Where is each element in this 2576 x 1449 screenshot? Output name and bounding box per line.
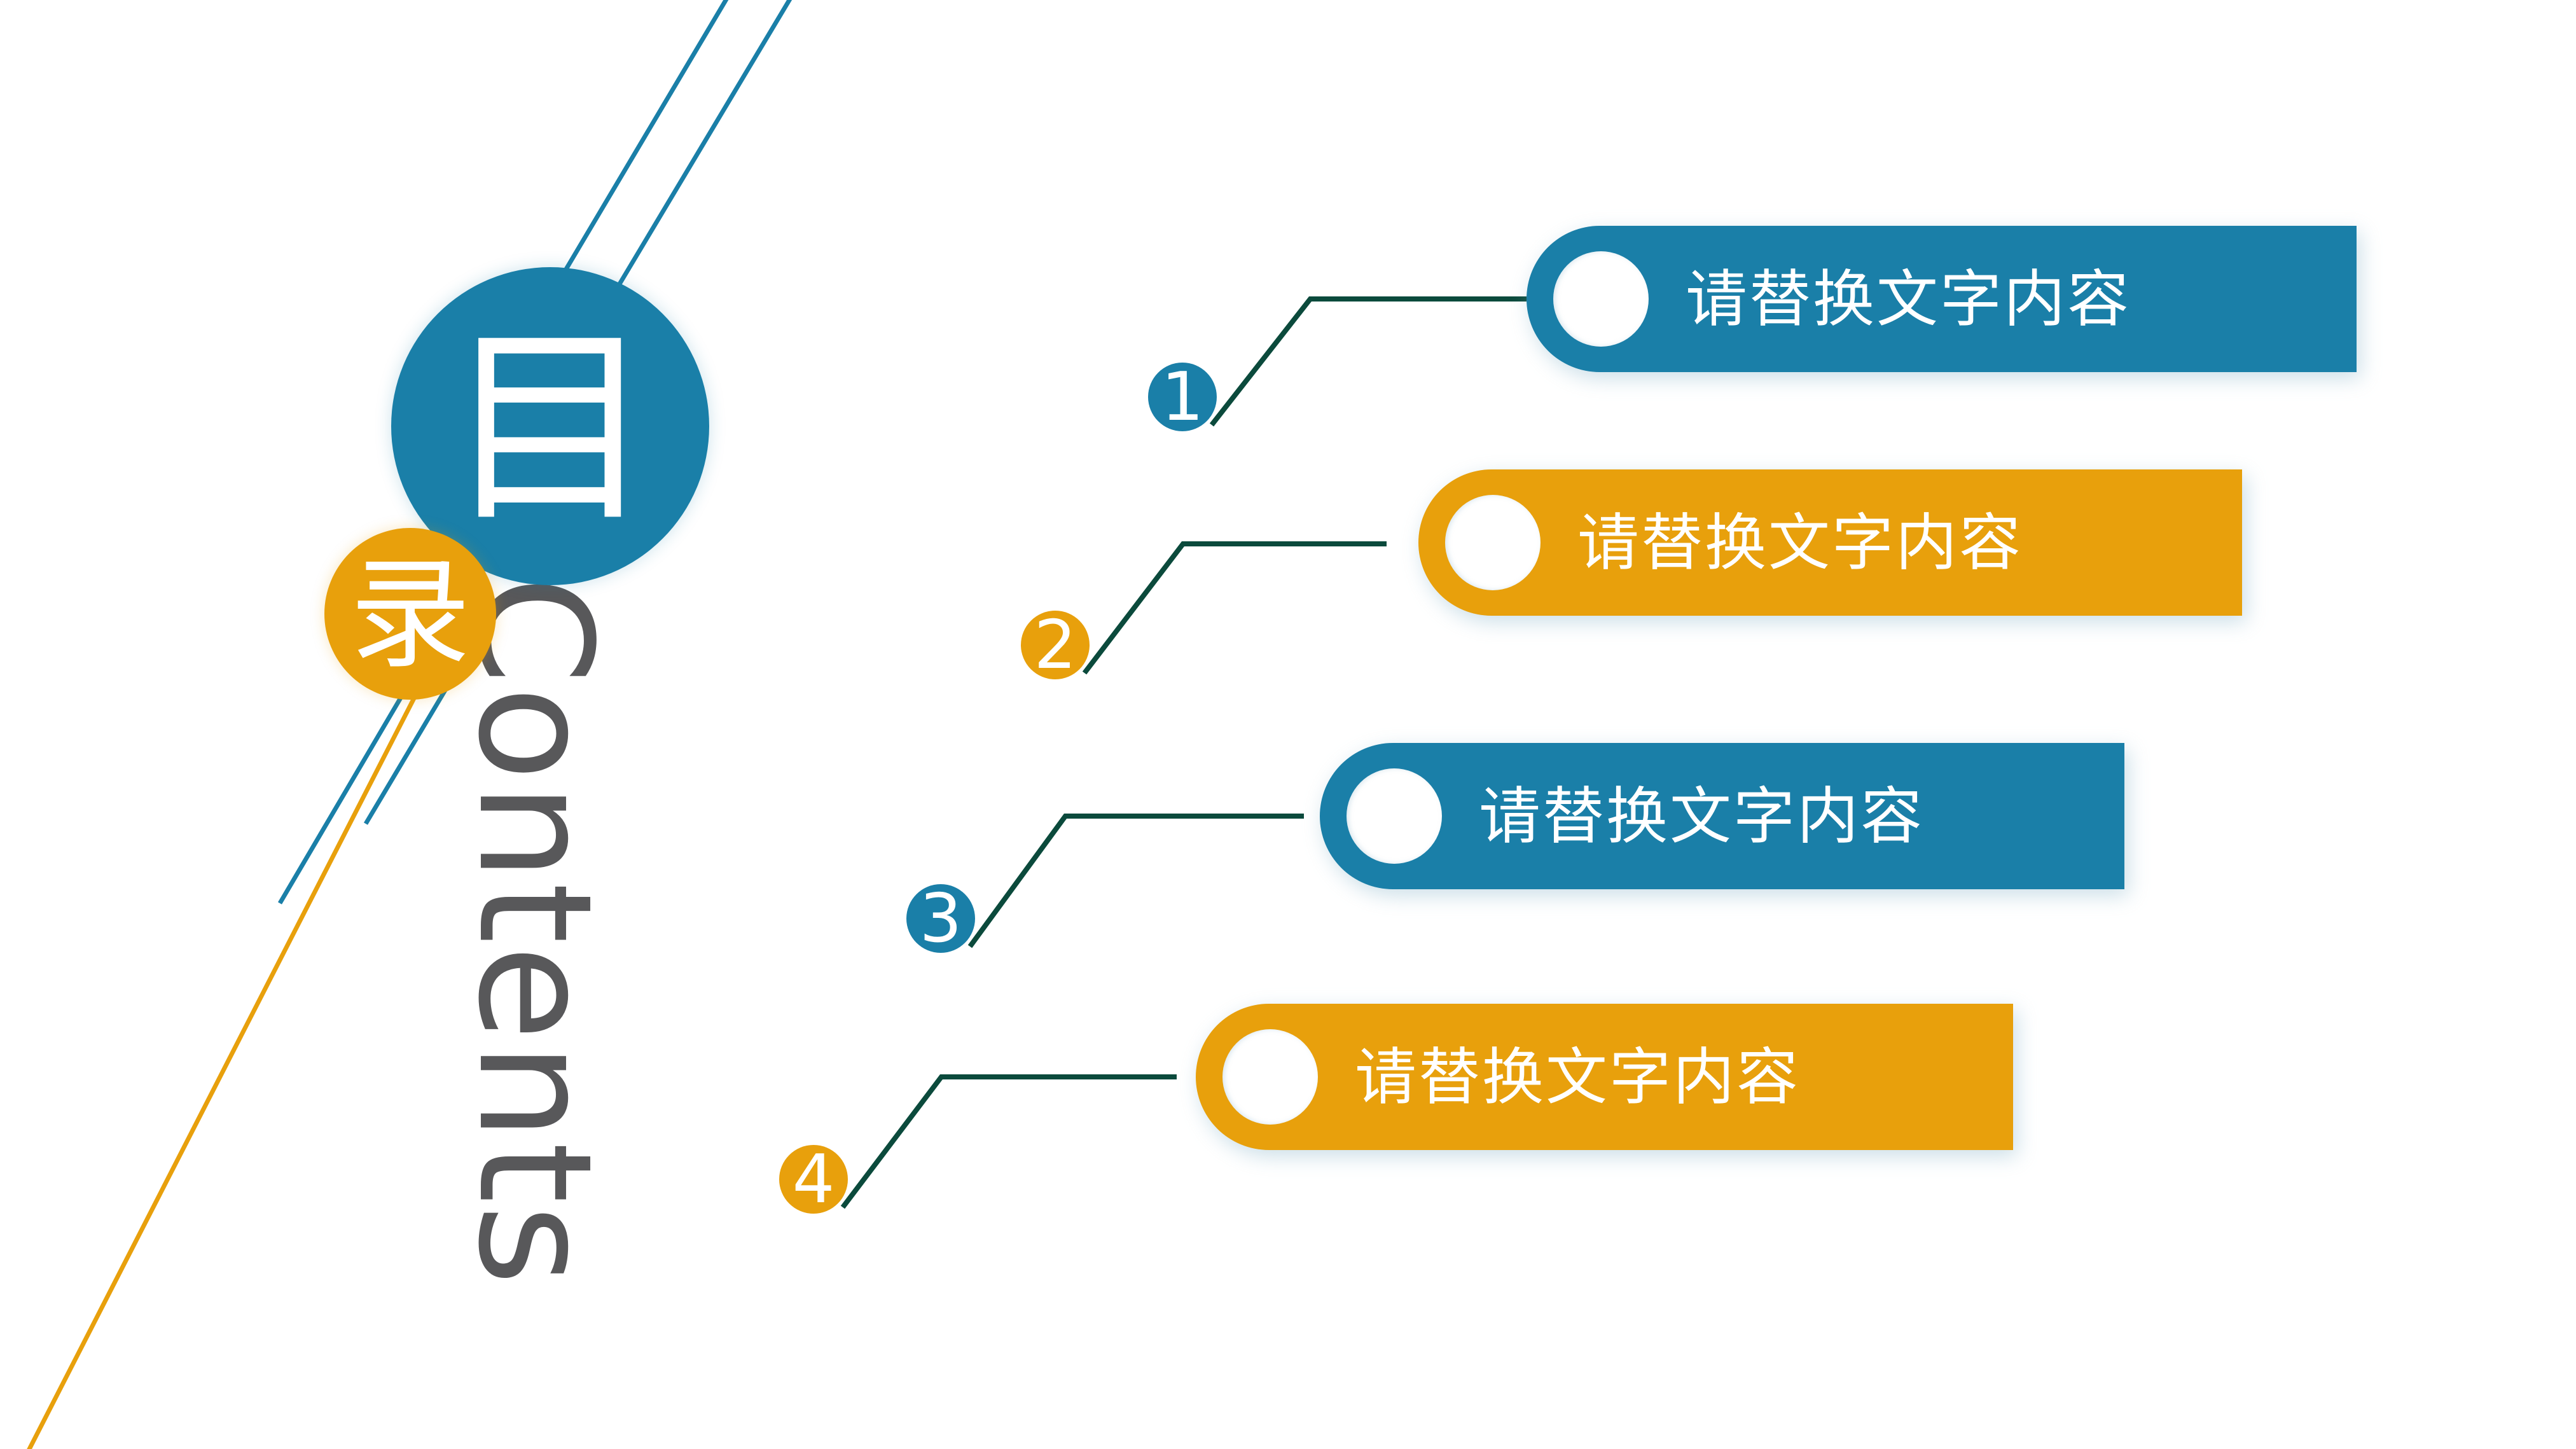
connector-line-4 bbox=[840, 1074, 1177, 1209]
bar-hole-icon-3 bbox=[1347, 768, 1442, 864]
bar-hole-icon-2 bbox=[1445, 495, 1541, 590]
content-bar-label-3: 请替换文字内容 bbox=[1479, 780, 1924, 852]
connector-line-2 bbox=[1082, 541, 1387, 675]
connector-line-3 bbox=[967, 814, 1304, 948]
item-badge-1[interactable]: 1 bbox=[1148, 363, 1217, 431]
decorative-line-orange-long bbox=[27, 686, 422, 1449]
content-bar-4[interactable]: 请替换文字内容 bbox=[1196, 1004, 2013, 1150]
item-badge-3[interactable]: 3 bbox=[906, 884, 975, 953]
emblem-char-lu: 录 bbox=[349, 544, 471, 685]
content-bar-2[interactable]: 请替换文字内容 bbox=[1418, 469, 2242, 616]
bar-hole-icon-1 bbox=[1553, 251, 1649, 347]
content-bar-label-1: 请替换文字内容 bbox=[1686, 263, 2131, 335]
decorative-line-blue-upper-1 bbox=[557, 0, 729, 281]
content-bar-3[interactable]: 请替换文字内容 bbox=[1320, 743, 2124, 889]
bar-hole-icon-4 bbox=[1222, 1029, 1318, 1125]
contents-wordmark: Contents bbox=[444, 576, 625, 1287]
item-badge-number-4: 4 bbox=[792, 1140, 835, 1218]
emblem-circle-top: 目 bbox=[391, 267, 709, 585]
item-badge-number-1: 1 bbox=[1161, 357, 1204, 436]
item-badge-number-2: 2 bbox=[1034, 606, 1077, 684]
decorative-line-blue-lower-2 bbox=[363, 689, 448, 825]
connector-line-1 bbox=[1209, 296, 1527, 427]
content-bar-1[interactable]: 请替换文字内容 bbox=[1527, 226, 2357, 372]
emblem-char-mu: 目 bbox=[445, 307, 655, 551]
item-badge-2[interactable]: 2 bbox=[1021, 611, 1090, 679]
item-badge-number-3: 3 bbox=[919, 879, 962, 957]
emblem-circle-bottom: 录 bbox=[324, 528, 496, 700]
decorative-line-blue-lower-1 bbox=[277, 686, 410, 905]
item-badge-4[interactable]: 4 bbox=[779, 1145, 848, 1214]
content-bar-label-4: 请替换文字内容 bbox=[1355, 1041, 1800, 1113]
content-bar-label-2: 请替换文字内容 bbox=[1577, 506, 2023, 579]
decorative-line-blue-upper-2 bbox=[608, 0, 793, 300]
